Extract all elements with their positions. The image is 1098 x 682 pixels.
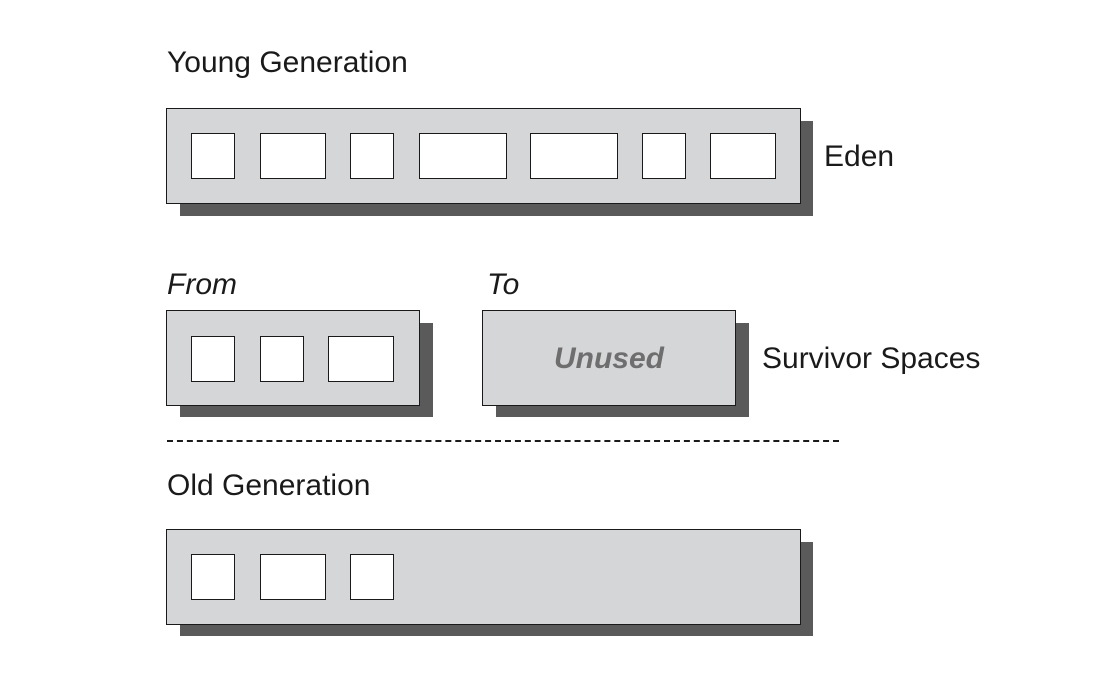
- eden-object: [419, 133, 507, 179]
- from-object: [191, 336, 235, 382]
- generation-divider: [167, 440, 839, 442]
- old-object: [350, 554, 394, 600]
- old-object: [191, 554, 235, 600]
- eden-object: [350, 133, 394, 179]
- eden-object: [191, 133, 235, 179]
- from-object: [328, 336, 394, 382]
- eden-object: [260, 133, 326, 179]
- survivor-spaces-label: Survivor Spaces: [762, 342, 981, 375]
- from-label: From: [167, 268, 237, 301]
- to-survivor-space: Unused: [482, 310, 736, 406]
- old-generation-space: [166, 529, 801, 625]
- to-label: To: [487, 268, 520, 301]
- old-generation-label: Old Generation: [167, 469, 371, 502]
- eden-object: [530, 133, 618, 179]
- eden-object: [710, 133, 776, 179]
- from-object: [260, 336, 304, 382]
- old-object: [260, 554, 326, 600]
- from-survivor-space: [166, 310, 420, 406]
- eden-label: Eden: [824, 140, 895, 173]
- unused-label: Unused: [553, 342, 664, 375]
- eden-object: [642, 133, 686, 179]
- young-generation-label: Young Generation: [167, 46, 408, 79]
- eden-space: [166, 108, 801, 204]
